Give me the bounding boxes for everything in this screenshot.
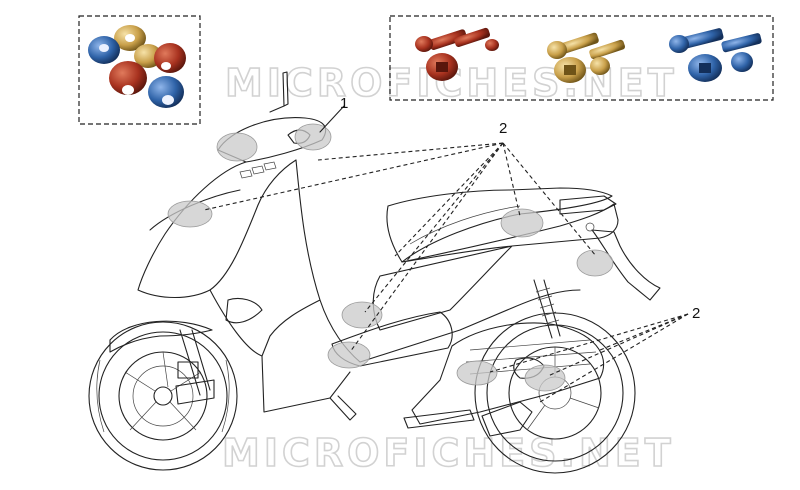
callout-1: 1: [340, 95, 348, 112]
bar-end-weights-kit: [78, 15, 201, 125]
brake-caliper: [177, 361, 199, 379]
rear-shock: [533, 279, 561, 339]
spot-side-panel-lower: [327, 341, 371, 369]
seat: [386, 187, 613, 263]
spot-front-shield: [167, 200, 213, 228]
front-fork: [175, 329, 215, 405]
bar-end-weights-icon: [88, 25, 186, 108]
engine-swingarm: [411, 322, 605, 425]
exhaust: [481, 401, 533, 437]
anodized-bolts-kit: [389, 15, 774, 101]
scooter-outline: [88, 71, 661, 474]
spot-seat-rear: [500, 208, 544, 238]
leader-lines: [203, 105, 689, 403]
rear-wheel: [474, 312, 636, 474]
mirror: [269, 71, 289, 113]
rear-body: [372, 203, 619, 331]
grab-rail: [559, 195, 617, 215]
callout-2-lower: 2: [692, 305, 700, 322]
handlebar: [217, 117, 327, 163]
spot-side-panel-upper: [341, 301, 383, 329]
rear-mudguard: [591, 229, 661, 301]
body-main: [261, 159, 581, 413]
spot-rear-mudguard: [576, 249, 614, 277]
spot-handlebar-right: [294, 123, 332, 151]
stand: [329, 395, 357, 421]
bar-end-kit-frame: [78, 15, 201, 125]
callout-2-upper: 2: [499, 120, 507, 137]
blue-bolts: [669, 28, 762, 82]
spot-handlebar-left: [216, 132, 258, 162]
spot-engine-cover: [456, 360, 498, 386]
front-shield: [137, 159, 297, 298]
gold-bolts: [547, 32, 626, 83]
bolts-kit-frame: [389, 15, 774, 101]
leader-1: [319, 105, 345, 133]
red-bolts: [415, 27, 499, 81]
spot-swingarm: [524, 364, 566, 392]
bolt-locations: [167, 123, 614, 392]
watermark-bottom: MICROFICHES.NET: [222, 431, 675, 475]
front-wheel: [88, 321, 238, 471]
